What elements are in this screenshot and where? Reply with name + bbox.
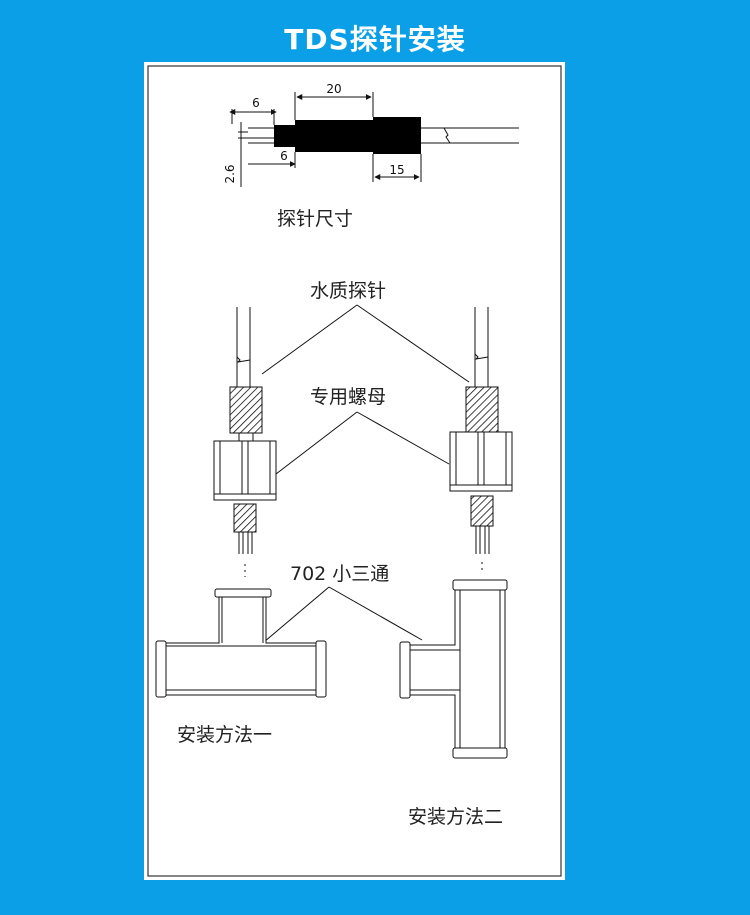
tee-method-one [155, 588, 327, 698]
diagram-panel: 6 20 6 15 2.6 [144, 62, 565, 880]
dim-20: 20 [326, 82, 341, 96]
tee-method-two [399, 579, 508, 759]
right-probe-assembly [449, 307, 513, 574]
installation-diagram: 6 20 6 15 2.6 [147, 65, 562, 877]
label-tee: 702 小三通 [290, 563, 390, 585]
label-probe-size: 探针尺寸 [277, 208, 354, 230]
panel-frame [147, 65, 562, 877]
dim-2-6: 2.6 [223, 164, 237, 183]
page-title: TDS探针安装 [284, 23, 466, 56]
label-special-nut: 专用螺母 [310, 386, 387, 408]
label-method-one: 安装方法一 [177, 724, 273, 746]
probe-dimension-drawing [229, 92, 519, 187]
dim-6-top: 6 [252, 96, 260, 110]
leader-lines [261, 304, 470, 643]
left-probe-assembly [213, 307, 277, 577]
label-method-two: 安装方法二 [408, 806, 504, 828]
dim-15: 15 [389, 163, 404, 177]
dim-6-bottom: 6 [280, 149, 288, 163]
label-water-probe: 水质探针 [310, 280, 387, 302]
